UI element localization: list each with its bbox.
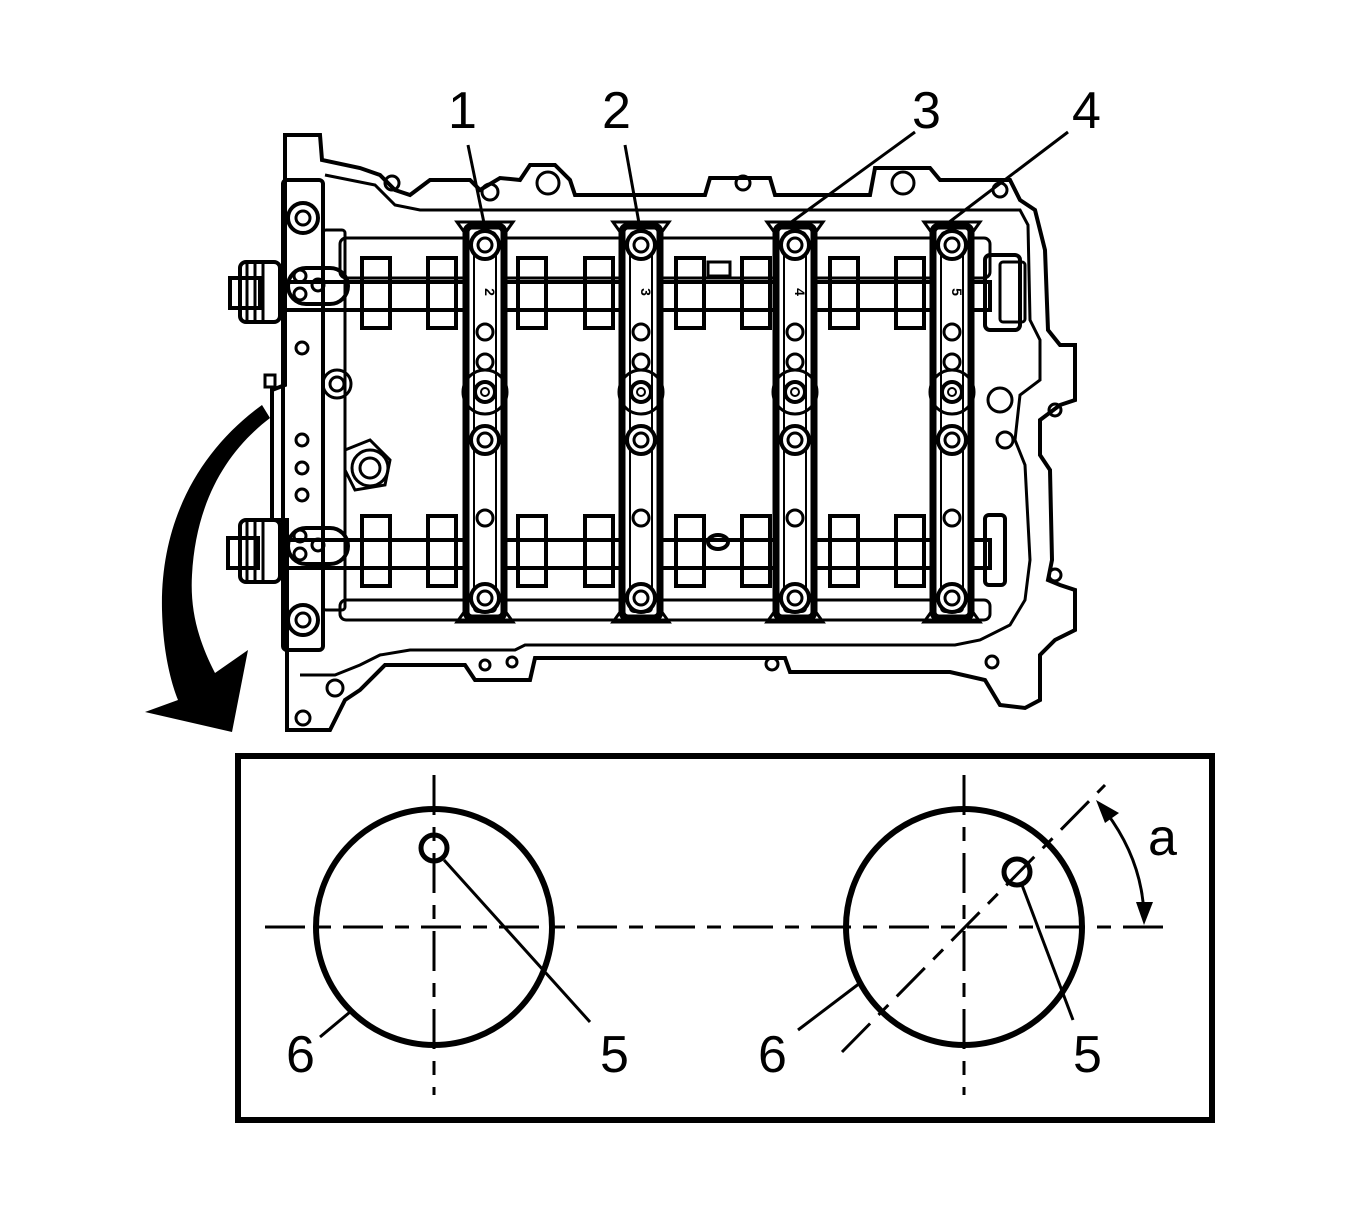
cap-number-4: 5 — [949, 288, 965, 296]
detail-frame — [235, 753, 1215, 1123]
callout-4: 4 — [1072, 82, 1101, 140]
cap-bolt — [629, 380, 653, 404]
cap-number-1: 2 — [482, 288, 498, 296]
right-camshaft-end-circle — [843, 806, 1085, 1048]
bearing-caps: 2 3 4 5 — [454, 220, 983, 624]
right-dowel-pin-hole — [1001, 856, 1033, 888]
front-cover — [263, 178, 347, 652]
angle-arc — [1104, 811, 1146, 916]
bearing-cap-2: 3 — [610, 220, 672, 624]
angled-centerline — [840, 783, 1107, 1054]
cap-bolt — [625, 582, 657, 614]
callout-3: 3 — [912, 82, 941, 140]
cap-number-2: 3 — [638, 288, 654, 296]
callout-1: 1 — [448, 82, 477, 140]
curved-arrow — [145, 405, 270, 732]
cap-bolt — [936, 424, 968, 456]
detail-view: 5 6 5 6 a — [235, 753, 1215, 1123]
cap-bolt — [625, 424, 657, 456]
cap-bolt — [779, 229, 811, 261]
callout-5-right: 5 — [1073, 1026, 1102, 1084]
angle-arrowhead-bottom — [1136, 902, 1153, 925]
cap-number-3: 4 — [792, 288, 808, 296]
cap-bolt — [469, 582, 501, 614]
cap-bolt — [936, 229, 968, 261]
cap-bolt — [936, 582, 968, 614]
cap-bolt — [625, 229, 657, 261]
callout-5-left: 5 — [600, 1026, 629, 1084]
cap-bolt — [783, 380, 807, 404]
angle-arrowhead-top — [1096, 800, 1119, 823]
bearing-cap-1: 2 — [454, 220, 516, 624]
cap-bolt — [469, 424, 501, 456]
bearing-cap-3: 4 — [764, 220, 826, 624]
callout-6-left: 6 — [286, 1026, 315, 1084]
bearing-cap-4: 5 — [921, 220, 983, 624]
cap-bolt — [940, 380, 964, 404]
callout-2: 2 — [602, 82, 631, 140]
callout-6-right: 6 — [758, 1026, 787, 1084]
cap-bolt — [469, 229, 501, 261]
left-camshaft-end-circle — [313, 806, 555, 1048]
cap-bolt — [779, 582, 811, 614]
left-dowel-pin-hole — [418, 832, 450, 864]
cylinder-head — [270, 133, 1077, 732]
cap-bolt — [779, 424, 811, 456]
cap-bolt — [473, 380, 497, 404]
top-callouts: 1 2 3 4 — [448, 82, 1101, 225]
angle-label: a — [1148, 809, 1177, 867]
